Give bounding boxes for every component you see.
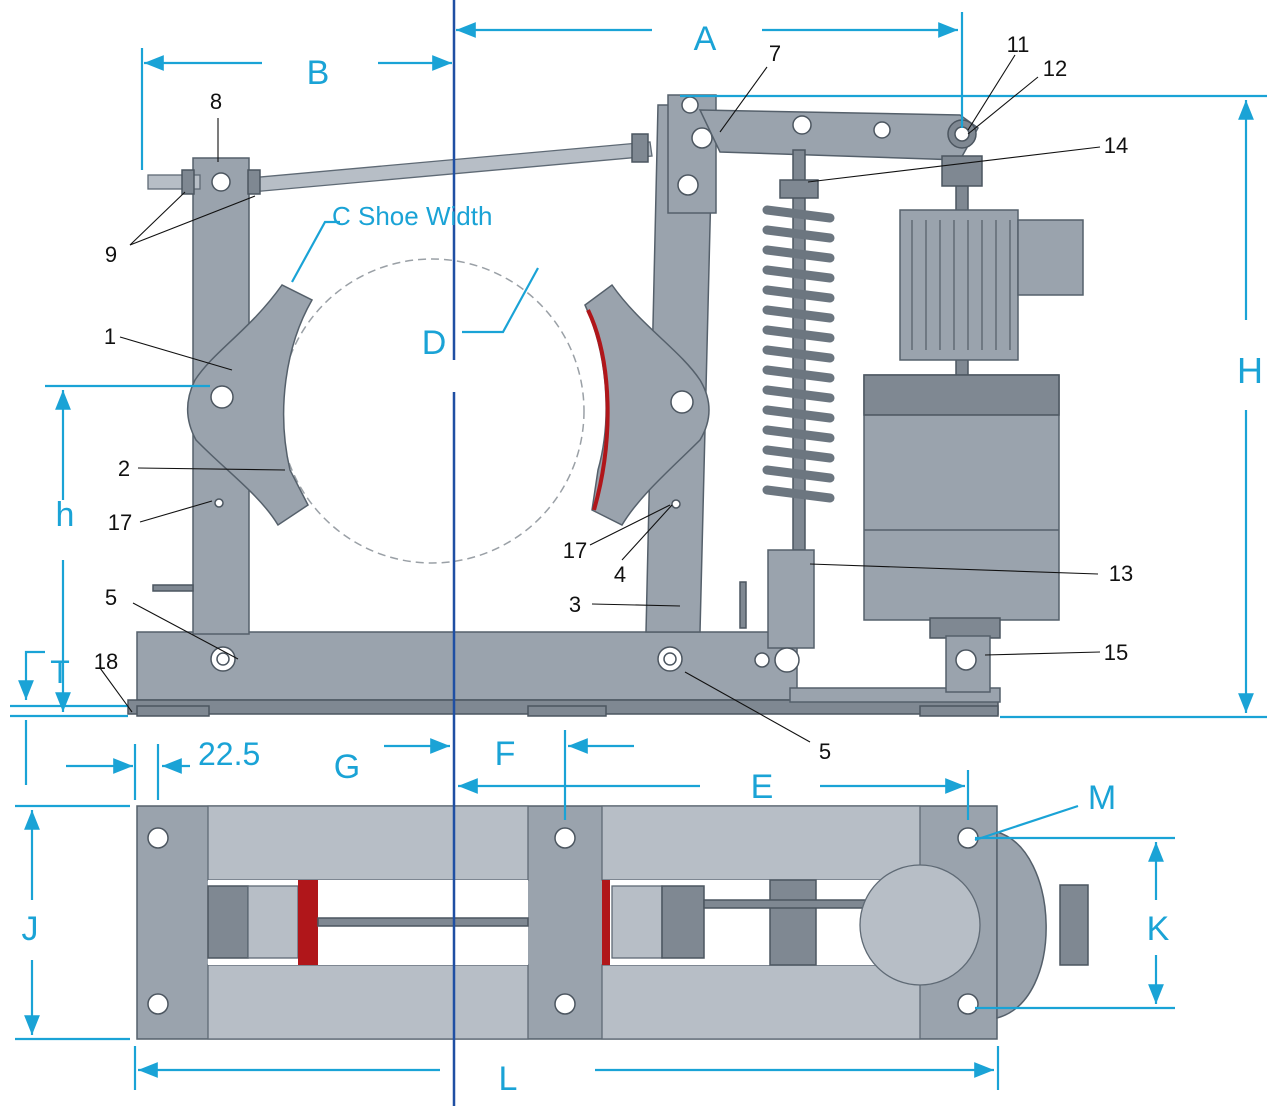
dim-T-label: T	[50, 654, 70, 690]
dimension-lines	[10, 12, 1267, 1090]
dim-H-label: H	[1237, 350, 1263, 391]
dim-offset-label: 22.5	[198, 736, 260, 772]
motor-terminal-box	[1017, 219, 1084, 296]
spring-lower-block	[767, 549, 815, 649]
top-lining-left	[298, 880, 318, 965]
base-frame	[136, 631, 798, 701]
part-13-label: 13	[1109, 561, 1133, 586]
top-view	[136, 805, 1089, 1040]
dim-J-label: J	[22, 910, 39, 948]
leader-lines	[99, 54, 1101, 743]
side-view	[127, 94, 1084, 717]
part-17-right-label: 17	[563, 538, 587, 563]
part-5-left-label: 5	[105, 585, 117, 610]
dim-K-label: K	[1147, 910, 1170, 948]
operating-lever	[698, 109, 979, 161]
part-2-label: 2	[118, 456, 130, 481]
part-5-right-label: 5	[819, 739, 831, 764]
part-11-label: 11	[1007, 32, 1030, 57]
part-1-label: 1	[104, 324, 116, 349]
dim-B-label: B	[307, 54, 330, 92]
dim-L-label: L	[499, 1060, 518, 1098]
dim-D-label: D	[422, 324, 447, 362]
arm-pivot-hole-8	[211, 172, 231, 192]
part-3-label: 3	[569, 592, 581, 617]
dim-F-label: F	[495, 735, 516, 773]
part-4-label: 4	[614, 562, 626, 587]
dim-E-label: E	[751, 768, 774, 806]
dim-G-label: G	[334, 748, 360, 786]
part-17-left-label: 17	[108, 510, 132, 535]
dim-C-label: C Shoe Width	[332, 201, 492, 231]
thruster-motor	[899, 209, 1019, 361]
thruster-cylinder	[863, 374, 1060, 621]
part-8-label: 8	[210, 89, 222, 114]
compression-spring	[762, 205, 835, 503]
left-brake-shoe	[186, 284, 314, 527]
part-12-label: 12	[1043, 56, 1067, 81]
part-15-label: 15	[1104, 640, 1128, 665]
dim-M-label: M	[1088, 779, 1116, 817]
part-14-label: 14	[1104, 133, 1128, 158]
right-brake-shoe	[584, 283, 710, 526]
dim-A-label: A	[694, 20, 717, 58]
part-7-label: 7	[769, 41, 781, 66]
brake-drum	[279, 258, 585, 564]
part-18-label: 18	[94, 649, 118, 674]
part-9-label: 9	[105, 242, 117, 267]
dim-h-label: h	[56, 496, 75, 534]
